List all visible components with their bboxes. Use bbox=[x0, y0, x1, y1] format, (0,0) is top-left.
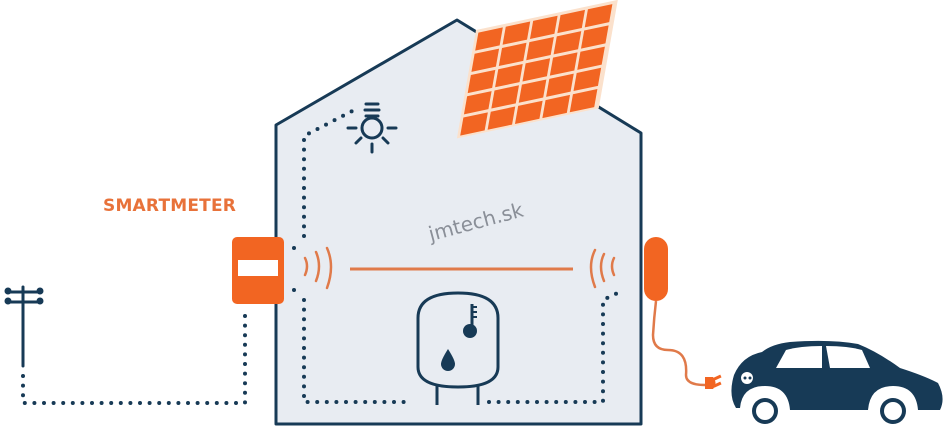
smartmeter-label: SMARTMETER bbox=[103, 196, 237, 216]
light-bulb-icon bbox=[346, 102, 398, 154]
smartmeter-icon bbox=[232, 237, 284, 304]
wallbox-charger-icon bbox=[644, 237, 722, 389]
plug-icon bbox=[705, 374, 722, 389]
signal-waves-left-icon bbox=[303, 246, 333, 290]
solar-panel-icon bbox=[456, 0, 618, 139]
dotted-wiring bbox=[21, 106, 626, 405]
utility-pole-icon bbox=[4, 285, 44, 368]
water-heater-icon bbox=[416, 291, 500, 405]
signal-waves-right-icon bbox=[589, 248, 616, 289]
electric-car-icon bbox=[731, 340, 943, 430]
